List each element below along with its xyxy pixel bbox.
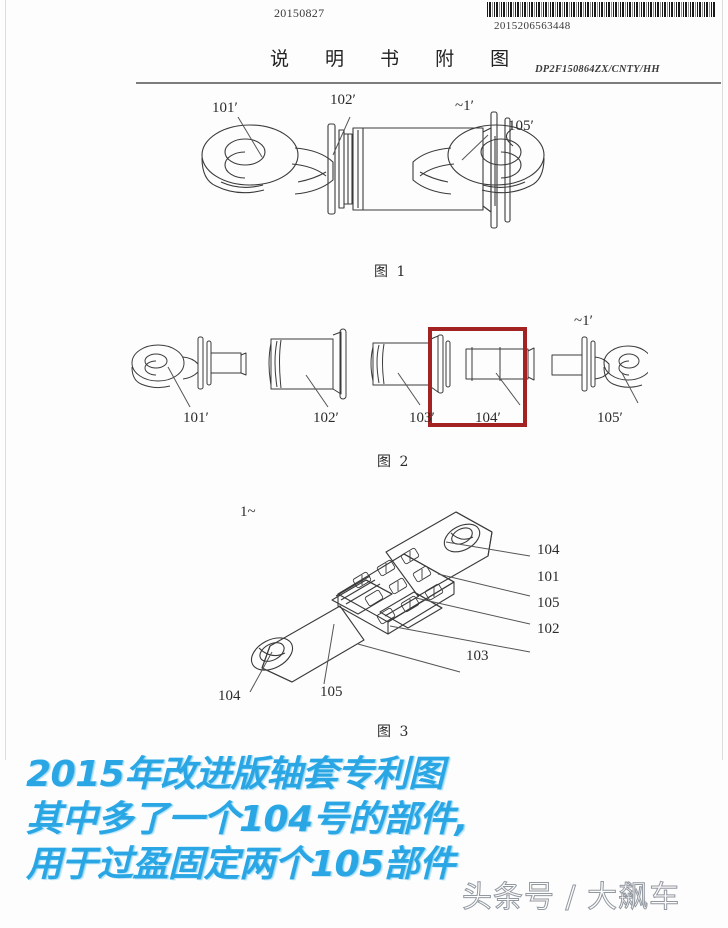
barcode-icon: [487, 2, 715, 17]
figure-1-drawing: [195, 100, 545, 240]
document-code: DP2F150864ZX/CNTY/HH: [535, 64, 660, 75]
figure-2-label-1: ~1′: [574, 313, 593, 329]
figure-2-highlight-box: [428, 327, 527, 427]
figure-2-label-103: 103′: [409, 410, 435, 426]
caption-line-3: 用于过盈固定两个105部件: [26, 844, 455, 885]
figure-2-caption: 图 2: [377, 454, 411, 470]
header-divider: [136, 82, 721, 84]
figure-1-caption: 图 1: [374, 264, 408, 280]
figure-3-label-104-right: 104: [537, 542, 560, 558]
figure-3-drawing: [210, 500, 520, 690]
page-left-border: [5, 0, 6, 760]
figure-3-label-102: 102: [537, 621, 560, 637]
figure-2-drawing: [128, 325, 648, 405]
figure-3-label-104-left: 104: [218, 688, 241, 704]
figure-2-label-105: 105′: [597, 410, 623, 426]
figure-1-label-101: 101′: [212, 100, 238, 116]
figure-3-label-105-right: 105: [537, 595, 560, 611]
figure-3-caption: 图 3: [377, 724, 411, 740]
document-date: 20150827: [274, 6, 325, 20]
figure-3-label-103: 103: [466, 648, 489, 664]
figure-1-leader-lines: [237, 116, 489, 161]
figure-2-label-104: 104′: [475, 410, 501, 426]
figure-2-leader-lines: [167, 366, 639, 408]
watermark-text: 头条号 / 大飙车: [461, 880, 681, 916]
caption-overlay: 2015年改进版轴套专利图 其中多了一个104号的部件, 用于过盈固定两个105…: [26, 752, 666, 887]
figure-3-label-1: 1~: [240, 504, 256, 520]
caption-line-2: 其中多了一个104号的部件,: [26, 799, 468, 840]
figure-3-leader-lines: [249, 541, 531, 693]
figure-3-label-101: 101: [537, 569, 560, 585]
figure-1-label-102: 102′: [330, 92, 356, 108]
figure-1-label-1: ~1′: [455, 98, 474, 114]
figure-2-label-101: 101′: [183, 410, 209, 426]
page-right-border: [722, 0, 723, 760]
figure-2-label-102: 102′: [313, 410, 339, 426]
caption-line-1: 2015年改进版轴套专利图: [26, 754, 444, 795]
barcode-number: 2015206563448: [494, 20, 571, 32]
figure-3-label-105-left: 105: [320, 684, 343, 700]
page-title: 说 明 书 附 图: [270, 48, 525, 70]
figure-1-label-105: 105′: [508, 118, 534, 134]
